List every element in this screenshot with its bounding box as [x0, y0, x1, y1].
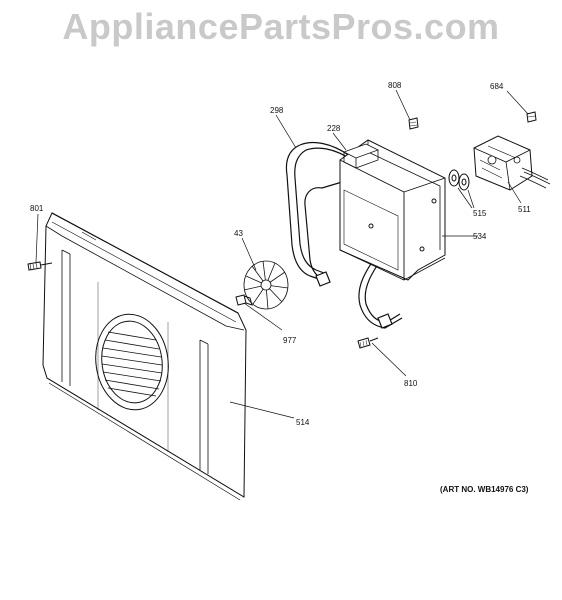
label-808: 808: [388, 81, 402, 90]
label-514: 514: [296, 418, 310, 427]
label-511: 511: [518, 205, 531, 214]
fan-motor: [473, 135, 551, 191]
label-977: 977: [283, 336, 297, 345]
label-515: 515: [473, 209, 487, 218]
washers: [448, 169, 470, 191]
label-43: 43: [234, 229, 243, 238]
label-298: 298: [270, 106, 284, 115]
screw-810: [357, 337, 379, 349]
label-534: 534: [473, 232, 487, 241]
nut-977: [235, 294, 253, 306]
label-228: 228: [327, 124, 341, 133]
screw-808: [408, 117, 419, 130]
fan-grille: [95, 313, 169, 411]
label-684: 684: [490, 82, 504, 91]
rear-panel: [42, 212, 247, 501]
screw-684: [526, 111, 537, 123]
fan-blade: [243, 260, 289, 310]
motor-housing: [339, 139, 446, 281]
label-810: 810: [404, 379, 418, 388]
part-labels: 801 43 977 514 298 228 808 684 515 511 5…: [30, 81, 531, 427]
site-watermark: AppliancePartsPros.com: [62, 6, 500, 47]
label-801: 801: [30, 204, 44, 213]
art-number: (ART NO. WB14976 C3): [440, 485, 529, 494]
leader-lines: [35, 89, 529, 419]
screw-801: [27, 261, 53, 271]
